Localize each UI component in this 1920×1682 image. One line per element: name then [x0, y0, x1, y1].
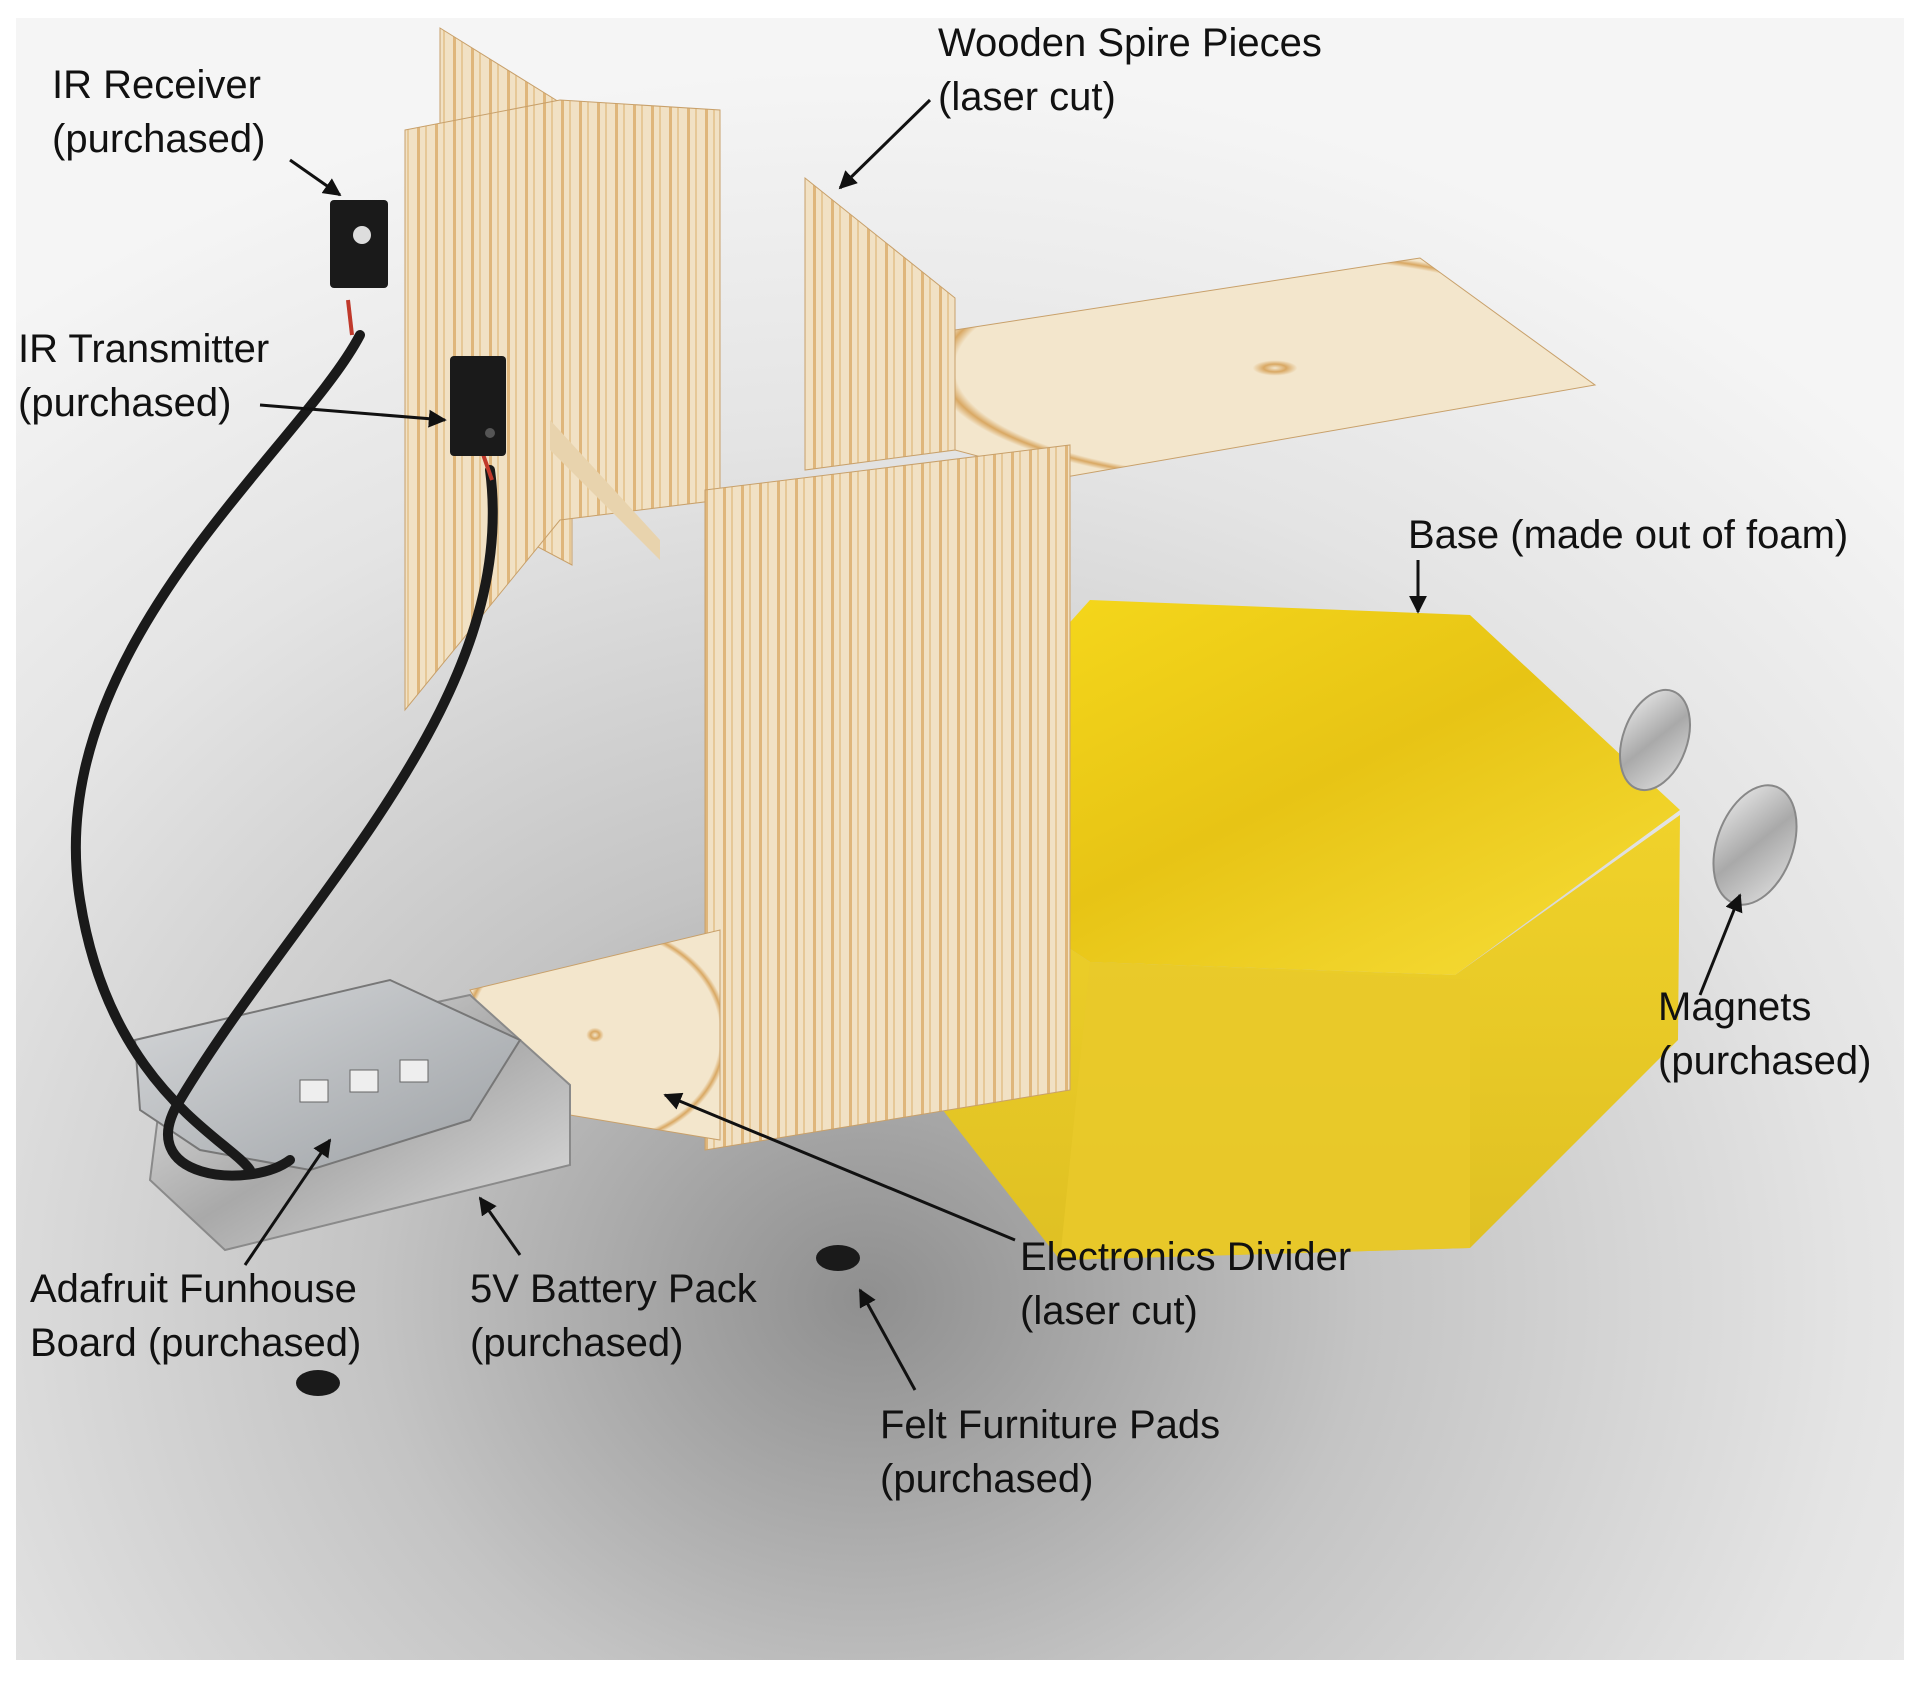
arrow-battery: [478, 1196, 522, 1256]
ir-receiver: [330, 200, 388, 288]
label-funhouse-board-line1: Adafruit Funhouse: [30, 1267, 357, 1311]
arrow-electronics-divider: [663, 1092, 1016, 1242]
label-ir-transmitter: IR Transmitter (purchased): [18, 322, 269, 430]
arrow-magnets: [1698, 893, 1743, 996]
label-ir-receiver-line1: IR Receiver: [52, 63, 261, 107]
label-ir-transmitter-line2: (purchased): [18, 381, 232, 425]
arrow-ir-transmitter: [259, 403, 447, 428]
label-magnets-line2: (purchased): [1658, 1039, 1872, 1083]
label-wooden-spire-line2: (laser cut): [938, 75, 1116, 119]
ir-transmitter: [450, 356, 506, 456]
sensor-cables: [70, 330, 498, 1181]
label-magnets: Magnets (purchased): [1658, 980, 1871, 1088]
arrow-felt-pads: [858, 1288, 917, 1391]
label-felt-pads: Felt Furniture Pads (purchased): [880, 1398, 1220, 1506]
label-base-line1: Base (made out of foam): [1408, 513, 1849, 557]
label-magnets-line1: Magnets: [1658, 985, 1812, 1029]
foam-base: [935, 600, 1680, 1260]
label-funhouse-board-line2: Board (purchased): [30, 1321, 362, 1365]
wooden-front-panel: [704, 444, 1071, 1151]
leader-arrows: [243, 98, 1743, 1391]
wooden-spire-right: [804, 176, 1597, 479]
label-battery-pack-line2: (purchased): [470, 1321, 684, 1365]
arrow-wooden-spire: [838, 98, 932, 190]
arrow-funhouse: [243, 1138, 332, 1266]
label-wooden-spire-line1: Wooden Spire Pieces: [938, 21, 1322, 65]
label-felt-pads-line1: Felt Furniture Pads: [880, 1403, 1221, 1447]
label-electronics-divider-line2: (laser cut): [1020, 1289, 1198, 1333]
label-ir-receiver: IR Receiver (purchased): [52, 58, 265, 166]
felt-pads: [296, 1245, 860, 1396]
label-electronics-divider: Electronics Divider (laser cut): [1020, 1230, 1351, 1338]
magnets: [1619, 688, 1798, 906]
label-base: Base (made out of foam): [1408, 508, 1848, 562]
label-electronics-divider-line1: Electronics Divider: [1020, 1235, 1352, 1279]
label-wooden-spire: Wooden Spire Pieces (laser cut): [938, 16, 1322, 124]
label-funhouse-board: Adafruit Funhouse Board (purchased): [30, 1262, 361, 1370]
label-battery-pack: 5V Battery Pack (purchased): [470, 1262, 757, 1370]
label-ir-transmitter-line1: IR Transmitter: [18, 327, 270, 371]
arrow-ir-receiver: [289, 158, 342, 197]
label-felt-pads-line2: (purchased): [880, 1457, 1094, 1501]
label-ir-receiver-line2: (purchased): [52, 117, 266, 161]
label-battery-pack-line1: 5V Battery Pack: [470, 1267, 757, 1311]
